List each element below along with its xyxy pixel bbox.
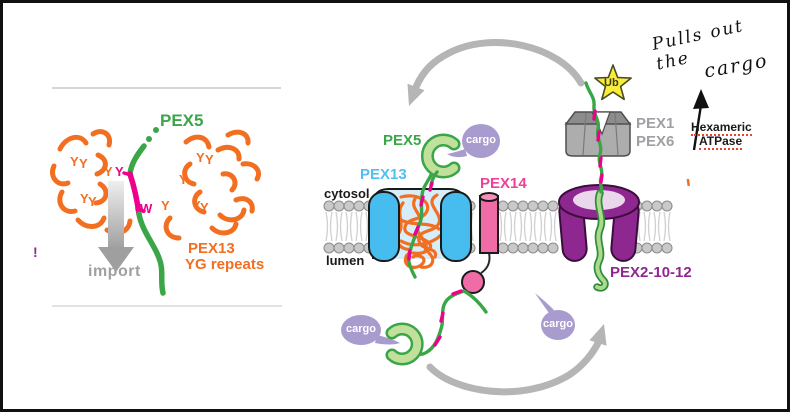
residue-mark-y: Y — [104, 164, 113, 179]
diagram-artwork — [50, 39, 709, 396]
pex5-thread-ubiquitinated — [584, 81, 604, 194]
left-pex5-label: PEX5 — [160, 111, 204, 130]
import-label: import — [88, 263, 141, 280]
pex14-rod — [461, 192, 499, 294]
right-pex5-label: PEX5 — [383, 132, 422, 149]
ub-label: Ub — [604, 77, 619, 89]
pex2-10-12-channel — [558, 184, 640, 262]
annotation-arrow — [692, 89, 709, 151]
recycle-arrow-bottom — [426, 324, 607, 396]
pex5-unfolded-thread — [406, 173, 433, 279]
cytosol-label: cytosol — [324, 186, 370, 201]
lumen-label: lumen — [326, 253, 365, 268]
left-panel-bottom-rule — [52, 305, 282, 307]
yg-repeat-squiggles — [50, 129, 261, 241]
residue-mark-y: Y — [161, 198, 170, 213]
residue-mark-y: Y — [179, 172, 188, 187]
pex2-10-12-label: PEX2-10-12 — [610, 264, 692, 281]
cargo-blob-released — [341, 315, 400, 345]
residue-mark-y: Y — [115, 164, 124, 179]
cargo-label-imported: cargo — [543, 318, 573, 330]
atpase-caption: ATPase — [699, 134, 743, 150]
pex5-n-terminal-curve — [122, 127, 166, 296]
hexameric-caption: Hexameric — [691, 120, 752, 136]
pex13-caption-line2: YG repeats — [185, 256, 265, 273]
recycle-arrow-top — [407, 39, 585, 106]
pex5-cargo-binding-domain-released — [385, 322, 424, 366]
residue-mark-y: Y — [70, 154, 79, 169]
residue-mark-y: Y — [205, 152, 214, 167]
pex14-binding-knob — [461, 270, 485, 294]
pex13-label: PEX13 — [360, 166, 407, 183]
ubiquitin-star-icon — [594, 64, 632, 101]
residue-mark-y: Y — [79, 156, 88, 171]
pex1-label: PEX1 — [636, 115, 675, 132]
pex14-label: PEX14 — [480, 175, 527, 192]
stray-exclamation: ! — [33, 244, 38, 260]
pex6-label: PEX6 — [636, 133, 675, 150]
cargo-label-released: cargo — [346, 323, 376, 335]
left-panel-top-rule — [52, 87, 281, 89]
pex5-thread-exporting — [593, 189, 609, 292]
cargo-blob-imported — [535, 293, 575, 340]
residue-mark-y: Y — [80, 191, 89, 206]
residue-mark-y: Y — [88, 194, 97, 209]
residue-mark-y: Y — [200, 200, 209, 215]
residue-mark-y: Y — [196, 150, 205, 165]
pex5-cargo-binding-domain-docking — [420, 133, 461, 192]
released-pex5-chain — [408, 289, 488, 357]
pex13-caption-line1: PEX13 — [188, 240, 235, 257]
cargo-label-docking: cargo — [466, 134, 496, 146]
cargo-blob-docking — [447, 124, 500, 158]
import-arrow — [98, 181, 134, 272]
residue-mark-w: W — [140, 201, 153, 216]
residue-mark-y: Y — [192, 198, 201, 213]
stray-mark — [686, 178, 691, 187]
